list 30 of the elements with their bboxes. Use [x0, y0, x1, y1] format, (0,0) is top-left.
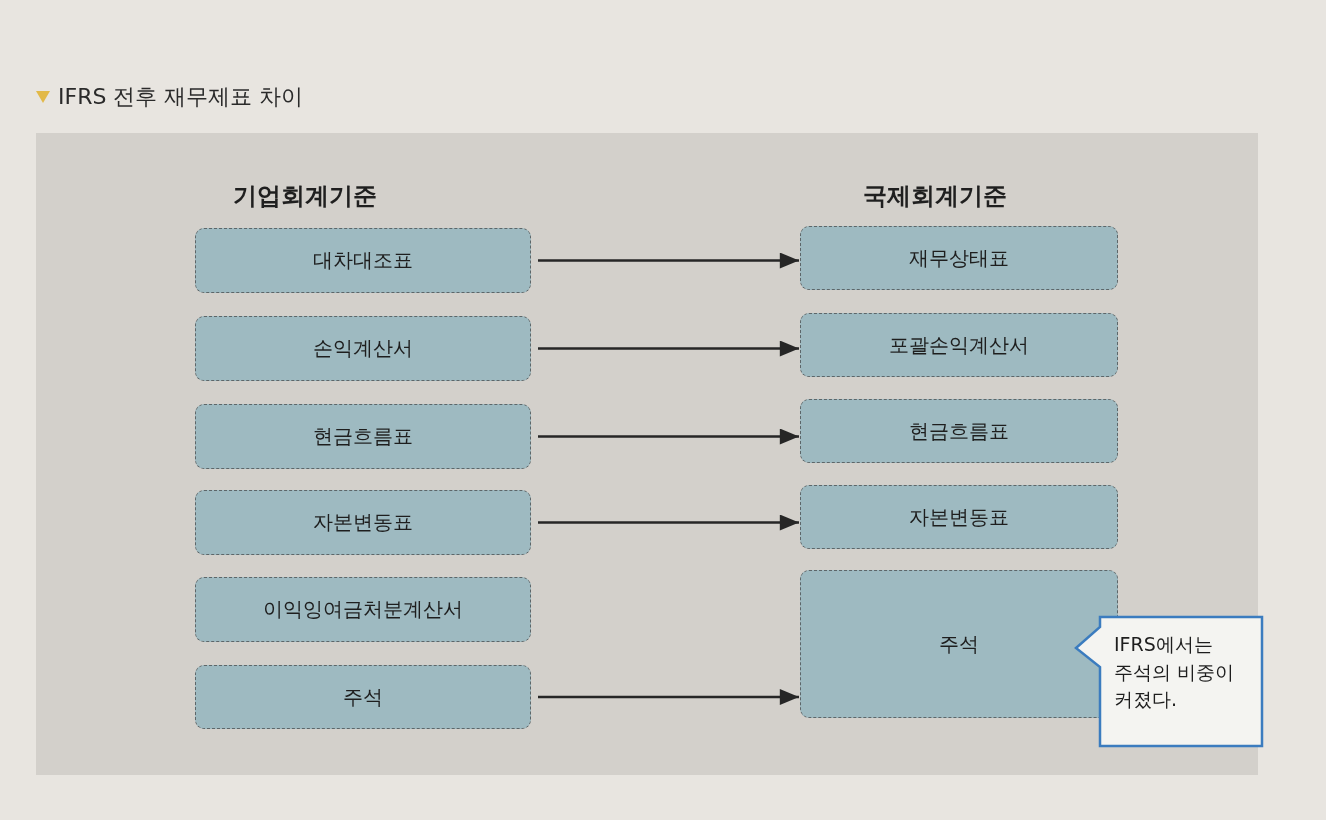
box-label: 재무상태표	[909, 244, 1009, 272]
column-heading: 기업회계기준	[233, 181, 377, 212]
box-label: 주석	[939, 630, 979, 658]
statement-box	[800, 226, 1118, 290]
box-label: 현금흐름표	[909, 417, 1009, 445]
box-label: 주석	[343, 683, 383, 711]
statement-box	[195, 490, 531, 555]
arrow	[538, 252, 799, 269]
arrow	[538, 340, 799, 357]
box-label: 자본변동표	[909, 503, 1009, 531]
box-label: 현금흐름표	[313, 423, 413, 450]
box-label: 대차대조표	[313, 247, 413, 274]
box-label: 포괄손익계산서	[889, 331, 1029, 359]
arrow	[538, 428, 799, 445]
statement-box	[800, 485, 1118, 549]
statement-box	[195, 228, 531, 293]
statement-box	[195, 577, 531, 642]
statement-box	[195, 404, 531, 469]
statement-box	[195, 316, 531, 381]
box-label: 자본변동표	[313, 509, 413, 536]
arrow	[538, 689, 799, 705]
statement-box	[800, 399, 1118, 463]
arrow	[538, 514, 799, 531]
statement-box	[195, 665, 531, 729]
box-label: 손익계산서	[313, 335, 413, 362]
callout-text: IFRS에서는 주석의 비중이 커졌다.	[1114, 632, 1236, 713]
diagram-title: IFRS 전후 재무제표 차이	[58, 83, 304, 111]
column-heading: 국제회계기준	[863, 181, 1007, 212]
statement-box	[800, 313, 1118, 377]
box-label: 이익잉여금처분계산서	[263, 596, 463, 623]
